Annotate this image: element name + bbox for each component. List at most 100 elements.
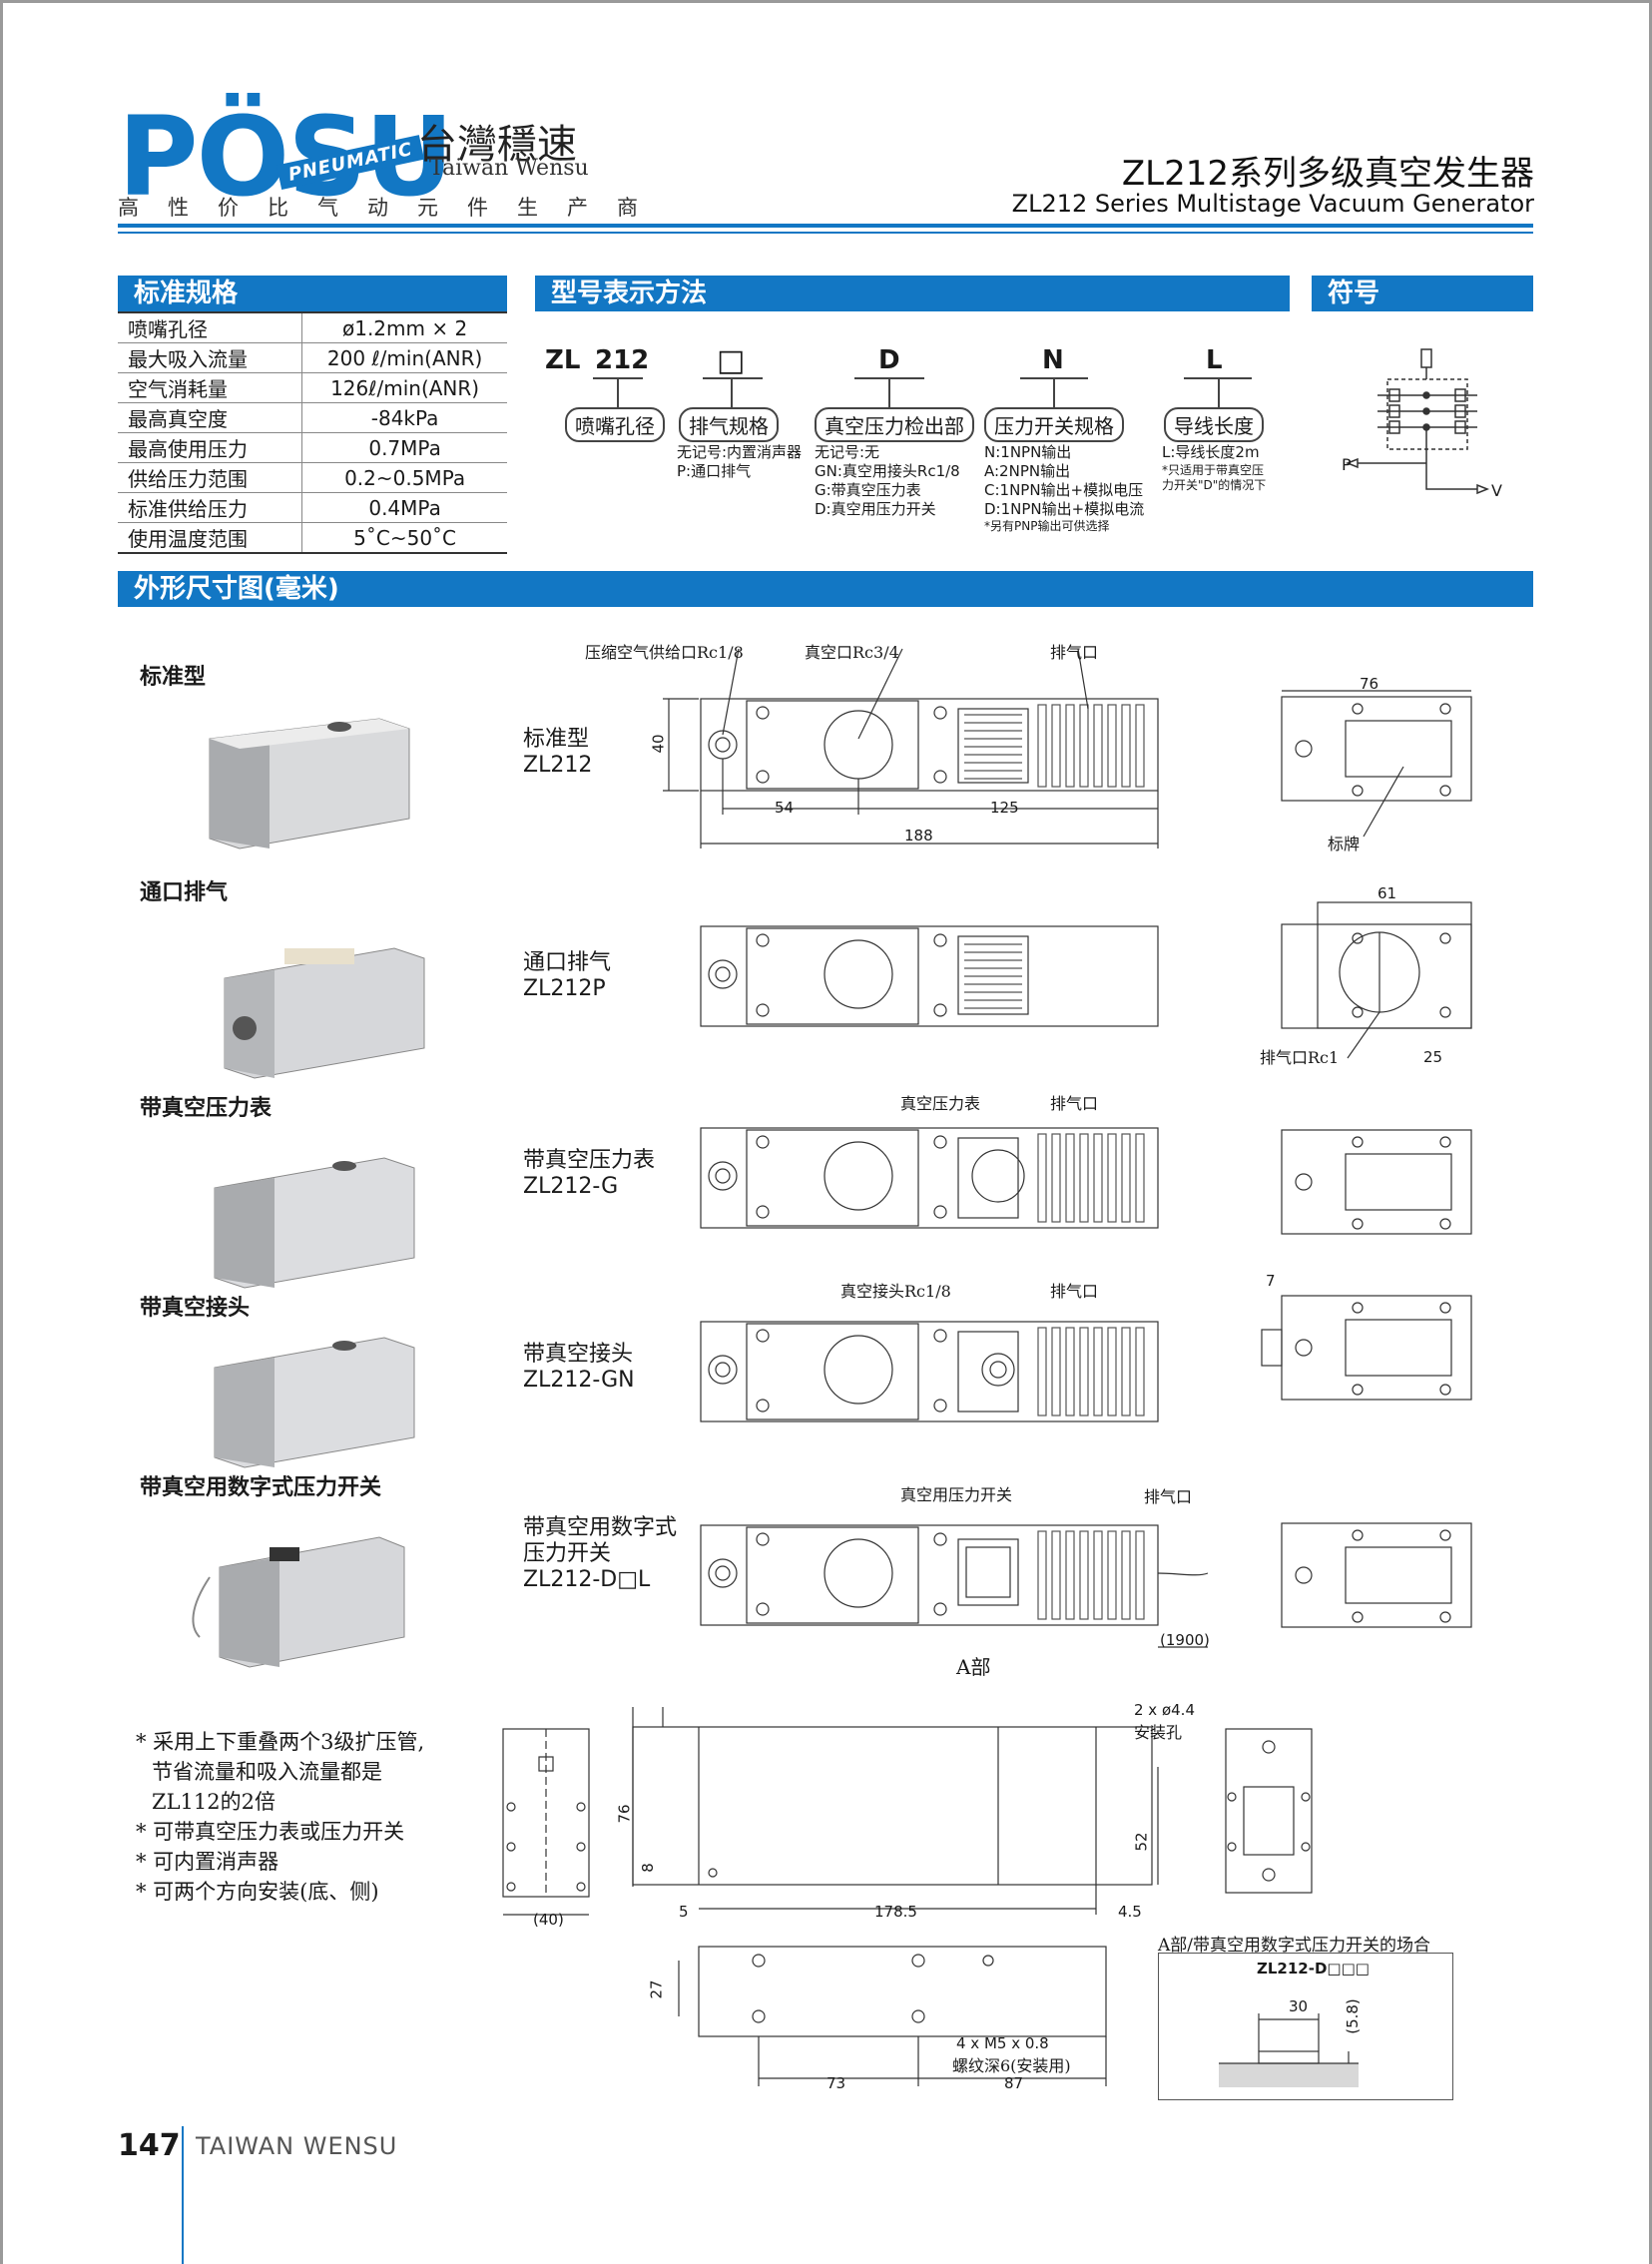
end-view-right [1225, 1728, 1313, 1894]
mount-holes-qty: 2 x ø4.4 [1134, 1701, 1195, 1719]
spec-value: -84kPa [301, 402, 507, 433]
code-box: □ [717, 343, 746, 378]
model-label-2b: ZL212P [523, 976, 606, 1001]
photo-standard [209, 718, 410, 849]
detect-opt-2: GN:真空用接头Rc1/8 [815, 462, 960, 480]
anno-exhaust-port-rc1: 排气口Rc1 [1260, 1048, 1340, 1067]
footer-text: TAIWAN WENSU [196, 2132, 398, 2160]
switch-note: *另有PNP输出可供选择 [984, 519, 1110, 533]
anno-switch: 真空用压力开关 [900, 1485, 1013, 1504]
model-label-5c: 压力开关 [523, 1541, 612, 1566]
drawing-gauge [700, 1127, 1159, 1229]
front-view-bottom [632, 1707, 1159, 1915]
lead-note-1: *只适用于带真空压 [1162, 463, 1265, 477]
dim-b76: 76 [615, 1804, 634, 1824]
section-model: 型号表示方法 [535, 276, 1290, 311]
section-spec: 标准规格 [118, 276, 507, 311]
thread-qty: 4 x M5 x 0.8 [956, 2034, 1049, 2052]
switch-opt-4: D:1NPN输出+模拟电流 [984, 500, 1145, 518]
anno-vac-fitting: 真空接头Rc1/8 [840, 1282, 951, 1301]
note-3: * 可内置消声器 [136, 1850, 279, 1874]
section-symbol: 符号 [1312, 276, 1533, 311]
anno-exhaust-1: 排气口 [1050, 643, 1099, 662]
code-l: L [1206, 345, 1223, 375]
anno-nameplate: 标牌 [1328, 835, 1361, 853]
dim-b27: 27 [647, 1980, 666, 1999]
label-exhaust: 排气规格 [679, 407, 779, 442]
drawing-switch [700, 1524, 1209, 1648]
dim-b73: 73 [826, 2074, 846, 2092]
anno-mount-holes: 安装孔 [1134, 1723, 1183, 1742]
spec-row: 最高真空度-84kPa [118, 402, 507, 433]
label-nozzle: 喷嘴孔径 [565, 407, 665, 442]
code-tick-2 [731, 377, 733, 407]
footer-divider [182, 2126, 184, 2264]
dim-b5-8: (5.8) [1343, 1998, 1362, 2034]
brand-name-cn: 台灣穩速 [417, 122, 577, 168]
side-view-fitting [1261, 1295, 1472, 1401]
note-1b: 节省流量和吸入流量都是 [152, 1760, 382, 1784]
note-4: * 可两个方向安装(底、侧) [136, 1880, 379, 1904]
header-rule-thick [118, 224, 1533, 228]
dim-54: 54 [775, 799, 795, 817]
model-label-5a: 带真空用数字式 [523, 1515, 678, 1540]
spec-key: 空气消耗量 [118, 372, 303, 403]
side-view-switch [1281, 1522, 1472, 1628]
note-2: * 可带真空压力表或压力开关 [136, 1820, 405, 1844]
detect-opt-1: 无记号:无 [815, 443, 880, 461]
switch-opt-3: C:1NPN输出+模拟电压 [984, 481, 1144, 499]
code-tick-1 [617, 377, 619, 407]
dim-b8: 8 [638, 1863, 657, 1873]
exhaust-opt-2: P:通口排气 [677, 462, 752, 480]
row-title-standard: 标准型 [140, 665, 207, 690]
spec-value: 0.4MPa [301, 492, 507, 523]
anno-thread-depth: 螺纹深6(安装用) [952, 2056, 1071, 2075]
brand-logo: PÖSU PNEUMATIC [118, 102, 457, 212]
exhaust-opt-1: 无记号:内置消声器 [677, 443, 803, 461]
spec-key: 使用温度范围 [118, 522, 303, 554]
note-1c: ZL112的2倍 [152, 1790, 275, 1814]
row-title-gauge: 带真空压力表 [140, 1096, 273, 1121]
brand-name-en: Taiwan Wensu [429, 156, 589, 181]
anno-exhaust-3: 排气口 [1050, 1094, 1099, 1113]
row-title-port-exhaust: 通口排气 [140, 880, 229, 905]
spec-key: 最高真空度 [118, 402, 303, 433]
model-label-2a: 通口排气 [523, 950, 612, 975]
photo-fitting [214, 1337, 415, 1468]
dim-61: 61 [1377, 884, 1397, 902]
page-title-cn: ZL212系列多级真空发生器 [1121, 154, 1534, 194]
bottom-view [678, 1946, 1107, 2086]
dim-b178-5: 178.5 [874, 1903, 917, 1921]
dim-b4-5: 4.5 [1118, 1903, 1142, 1921]
drawing-standard [663, 648, 1159, 849]
dim-25: 25 [1423, 1048, 1443, 1066]
anno-supply-port: 压缩空气供给口Rc1/8 [585, 643, 744, 662]
label-detect: 真空压力检出部 [815, 407, 974, 442]
code-d: D [878, 345, 900, 375]
feature-notes: * 采用上下重叠两个3级扩压管, 节省流量和吸入流量都是 ZL112的2倍 * … [136, 1727, 475, 1907]
dim-b52: 52 [1132, 1832, 1151, 1852]
anno-gauge: 真空压力表 [900, 1094, 981, 1113]
code-tick-4 [1053, 377, 1055, 407]
spec-key: 标准供给压力 [118, 492, 303, 523]
anno-vacuum-port: 真空口Rc3/4 [805, 643, 899, 662]
model-label-4a: 带真空接头 [523, 1342, 634, 1367]
photo-switch [192, 1536, 405, 1668]
part-a-model: ZL212-D□□□ [1257, 1960, 1370, 1978]
drawing-port-exhaust [700, 925, 1159, 1027]
frame-right [1649, 0, 1652, 2264]
spec-key: 喷嘴孔径 [118, 311, 303, 343]
photo-port-exhaust [224, 947, 425, 1079]
side-view-gauge [1281, 1129, 1472, 1235]
model-label-1a: 标准型 [523, 727, 590, 752]
detect-opt-4: D:真空用压力开关 [815, 500, 936, 518]
spec-value: 0.2~0.5MPa [301, 462, 507, 493]
spec-value: 5˚C~50˚C [301, 522, 507, 554]
